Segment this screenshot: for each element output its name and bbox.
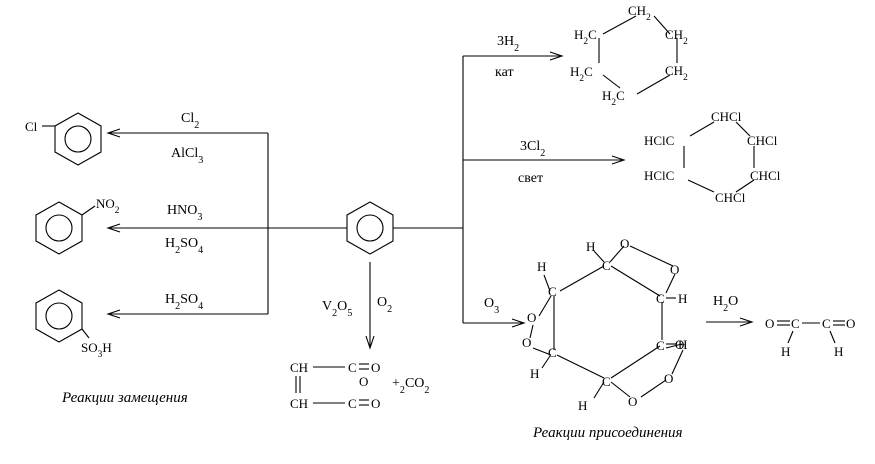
hexachlorocyclohexane: CHCl HClC CHCl HClC CHCl CHCl xyxy=(644,109,781,205)
svg-text:C: C xyxy=(602,258,611,273)
svg-text:CHCl: CHCl xyxy=(715,190,746,205)
oxidation-arrow xyxy=(365,262,375,350)
svg-text:C: C xyxy=(548,284,557,299)
svg-text:H2C: H2C xyxy=(574,27,597,47)
glyoxal: O C C O H H xyxy=(765,316,855,359)
svg-text:C: C xyxy=(348,396,357,411)
benzene-center xyxy=(346,201,394,255)
svg-text:O: O xyxy=(670,262,679,277)
svg-text:HClC: HClC xyxy=(644,133,674,148)
svg-text:CH: CH xyxy=(290,396,308,411)
svg-text:O: O xyxy=(371,360,380,375)
svg-text:O: O xyxy=(359,374,368,389)
svg-text:O: O xyxy=(527,310,536,325)
svg-text:H: H xyxy=(586,239,595,254)
svg-text:O: O xyxy=(675,337,684,352)
hydrogenation-reagent: 3H2 xyxy=(497,34,519,54)
svg-text:C: C xyxy=(656,291,665,306)
svg-text:CH2: CH2 xyxy=(665,27,688,47)
svg-text:H: H xyxy=(578,398,587,413)
nitration-catalyst: H2SO4 xyxy=(165,236,203,256)
chlorination-catalyst: AlCl3 xyxy=(171,146,203,166)
nitro-substituent: NO2 xyxy=(96,196,120,216)
photochlorination-condition: свет xyxy=(518,171,543,186)
svg-text:H: H xyxy=(834,344,843,359)
oxidation-catalyst: V2O5 xyxy=(322,299,352,319)
svg-text:CHCl: CHCl xyxy=(711,109,742,124)
svg-text:C: C xyxy=(656,338,665,353)
svg-text:HClC: HClC xyxy=(644,168,674,183)
svg-text:O: O xyxy=(846,316,855,331)
cyclohexane: CH2 H2C CH2 H2C CH2 H2C xyxy=(570,3,688,108)
photochlorination-reagent: 3Cl2 xyxy=(520,139,545,159)
svg-text:CHCl: CHCl xyxy=(747,133,778,148)
addition-arrows xyxy=(393,51,626,328)
svg-text:C: C xyxy=(348,360,357,375)
svg-text:O: O xyxy=(371,396,380,411)
svg-text:H2C: H2C xyxy=(602,88,625,108)
svg-text:C: C xyxy=(822,316,831,331)
caption-substitution: Реакции замещения xyxy=(61,390,188,406)
svg-text:H: H xyxy=(537,259,546,274)
substitution-arrows xyxy=(106,128,347,319)
sulfonation-reagent: H2SO4 xyxy=(165,292,203,312)
svg-text:H: H xyxy=(781,344,790,359)
svg-text:CH2: CH2 xyxy=(665,63,688,83)
svg-text:H: H xyxy=(678,291,687,306)
svg-text:H2C: H2C xyxy=(570,64,593,84)
nitrobenzene xyxy=(35,201,96,255)
oxidation-byproduct: +2CO2 xyxy=(392,376,429,396)
svg-text:O: O xyxy=(664,371,673,386)
svg-text:CH: CH xyxy=(290,360,308,375)
svg-text:C: C xyxy=(548,345,557,360)
maleic-anhydride: CH C O O CH C O xyxy=(290,360,380,411)
svg-text:O: O xyxy=(522,335,531,350)
hydrolysis-arrow xyxy=(706,317,754,327)
hydrogenation-condition: кат xyxy=(495,65,514,80)
svg-text:O: O xyxy=(765,316,774,331)
hydrolysis-reagent: H2O xyxy=(713,294,738,314)
triozonide: C C C C C C O O O O O O O H H H H H H xyxy=(522,236,687,413)
chlorobenzene xyxy=(42,112,102,166)
svg-text:H: H xyxy=(530,366,539,381)
caption-addition: Реакции присоединения xyxy=(532,425,683,441)
svg-text:C: C xyxy=(791,316,800,331)
sulfo-substituent: SO3H xyxy=(81,340,112,360)
oxidation-reagent: O2 xyxy=(377,295,392,315)
ozonolysis-reagent: O3 xyxy=(484,296,499,316)
benzenesulfonic-acid xyxy=(35,289,90,343)
chlorination-reagent: Cl2 xyxy=(181,111,199,131)
svg-text:CH2: CH2 xyxy=(628,3,651,23)
svg-text:C: C xyxy=(602,374,611,389)
chloro-substituent: Cl xyxy=(25,119,38,134)
svg-text:CHCl: CHCl xyxy=(750,168,781,183)
svg-text:O: O xyxy=(620,236,629,251)
nitration-reagent: HNO3 xyxy=(167,203,202,223)
svg-text:O: O xyxy=(628,394,637,409)
svg-text:H: H xyxy=(678,337,687,352)
